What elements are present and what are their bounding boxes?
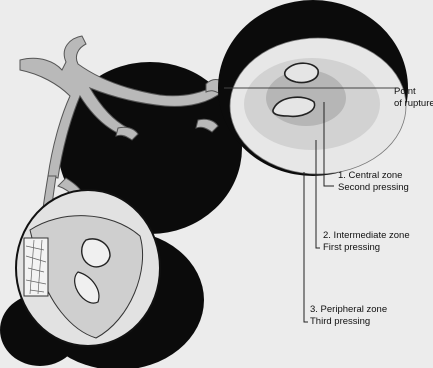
cut-berry xyxy=(218,0,408,176)
label-peripheral-zone: 3. Peripheral zone Third pressing xyxy=(310,304,387,328)
label-intermediate-zone: 2. Intermediate zone First pressing xyxy=(323,230,410,254)
label-central-zone: 1. Central zone Second pressing xyxy=(338,170,409,194)
label-point-of-rupture: Point of rupture xyxy=(394,86,433,110)
sliced-berry xyxy=(16,190,160,346)
seed-upper xyxy=(285,63,318,82)
